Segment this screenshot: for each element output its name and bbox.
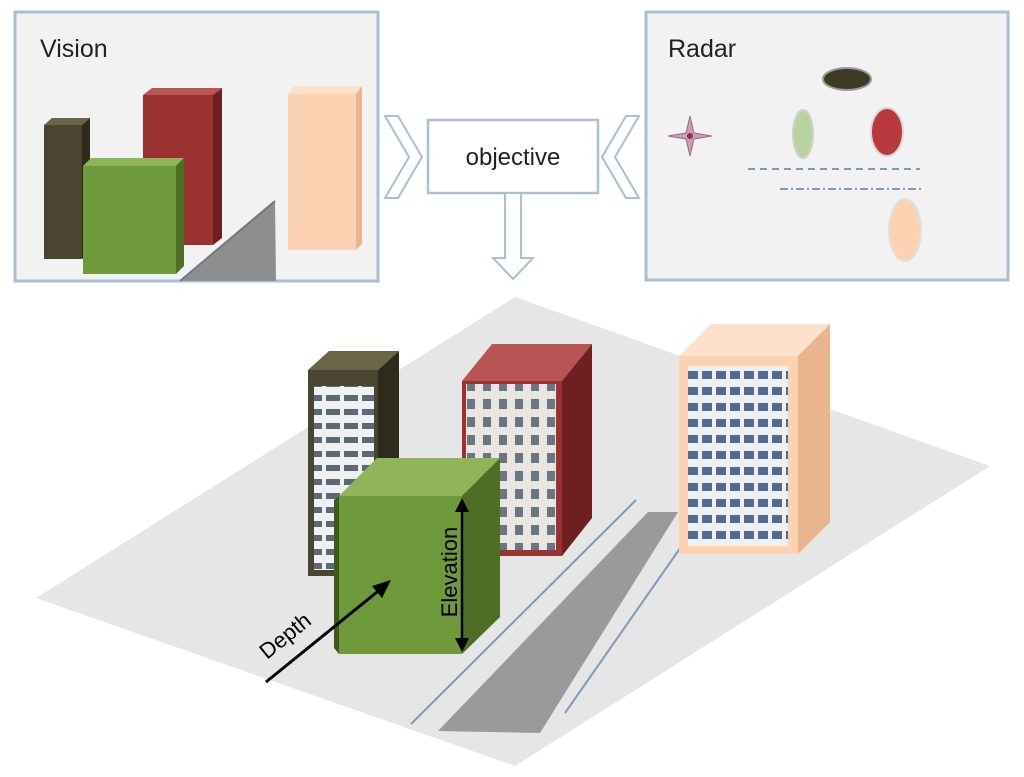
down-arrow-icon bbox=[490, 192, 536, 281]
radar-panel-label: Radar bbox=[668, 35, 736, 63]
radar-red-ellipse bbox=[870, 107, 904, 157]
green-cube bbox=[334, 458, 500, 654]
depth-arrow bbox=[265, 580, 391, 684]
left-chevron-arrow-icon bbox=[383, 115, 424, 199]
road-line-left bbox=[410, 499, 637, 725]
right-chevron-arrow-icon bbox=[600, 115, 641, 199]
scene-3d: Elevation Depth bbox=[36, 297, 990, 766]
vision-peach-block bbox=[288, 86, 362, 250]
radar-panel-frame bbox=[644, 10, 1010, 282]
objective-box bbox=[426, 118, 600, 195]
objective-node: objective bbox=[383, 115, 641, 281]
vision-green-block bbox=[83, 158, 184, 274]
vision-panel-label: Vision bbox=[40, 35, 108, 63]
radar-green-ellipse bbox=[792, 109, 814, 159]
elevation-arrow bbox=[455, 498, 469, 652]
building-peach bbox=[679, 324, 830, 554]
radar-panel: Radar bbox=[644, 10, 1010, 282]
elevation-label: Elevation bbox=[437, 527, 462, 618]
radar-peach-ellipse bbox=[888, 198, 922, 262]
objective-label: objective bbox=[466, 144, 561, 171]
building-peach-windows bbox=[688, 366, 788, 546]
road-shadow bbox=[438, 512, 678, 733]
vision-panel: Vision bbox=[13, 10, 380, 283]
road-line-right bbox=[564, 533, 691, 714]
radar-dark-ellipse bbox=[822, 67, 872, 91]
building-red bbox=[462, 344, 592, 556]
